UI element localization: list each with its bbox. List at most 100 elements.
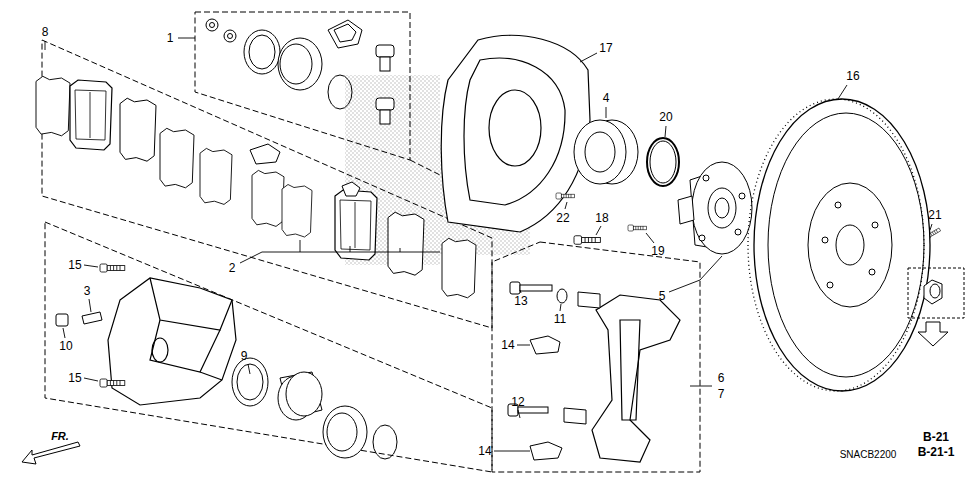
brake-pads [388,212,424,275]
brake-caliper [200,372,222,380]
leader-line [560,304,561,311]
group-outline [195,12,410,160]
callout-number: 5 [658,289,667,303]
brake-pads [335,190,377,260]
brake-pads [120,98,156,161]
brake-disc [835,202,841,208]
wheel-bearing [647,138,679,186]
seal-kit [224,30,236,42]
brake-disc [768,113,924,377]
leader-line [518,410,520,418]
wheel-hub [739,193,745,199]
group-outline [410,160,440,175]
leader-line [248,364,250,374]
callout-number: 17 [598,41,613,55]
leader-line [300,240,301,252]
group-outline [492,242,700,472]
wheel-bearing [574,120,626,184]
brake-pads [200,148,232,204]
leader-line [606,107,607,118]
direction-arrow [22,442,80,464]
group-outline [42,12,700,472]
callout-number: 1 [166,31,175,45]
callout-number: 20 [658,110,673,124]
callout-number: 22 [555,211,570,225]
leader-line [930,224,932,230]
seal-kit [334,24,356,42]
fastener [100,379,125,387]
seal-kit [244,30,280,74]
caliper-piston [323,406,367,458]
brake-disc [872,222,878,228]
brake-caliper [108,278,236,405]
brake-disc [827,282,833,288]
reference-arrow [908,268,964,346]
wheel-hub [678,162,752,254]
brake-caliper [152,338,168,362]
leader-line [565,202,567,209]
leader-line [596,226,601,235]
fastener [56,264,125,387]
callout-number: 16 [845,69,860,83]
reference-arrow [924,280,942,304]
leader-line [84,378,98,381]
wheel-hub [678,196,694,224]
seal-kit [249,35,275,69]
brake-pads [36,76,476,297]
leader-line [240,252,440,263]
fastener [556,193,575,199]
caliper-piston [373,425,397,459]
slide-pin [508,282,600,460]
slide-pin [564,408,586,424]
brake-disc [808,183,892,307]
fastener [56,314,68,326]
drawing-code: SNACB2200 [839,449,898,461]
fastener [574,236,600,245]
caliper-piston [232,358,397,459]
brake-pads [442,238,476,297]
callout-number: 6 [717,371,726,385]
callout-number: 3 [83,284,92,298]
seal-kit [206,19,394,124]
brake-disc [748,99,930,391]
callout-number: 12 [510,395,525,409]
seal-kit [328,75,352,109]
brake-pads [252,170,284,226]
fastener [628,225,647,231]
seal-kit [278,38,322,90]
slide-pin [578,292,600,308]
leader-line [520,290,521,293]
callout-number: 10 [58,339,73,353]
direction-label: FR. [50,430,70,443]
reference-arrow [908,268,964,318]
fastener [100,264,125,272]
callout-number: 14 [477,444,492,458]
callout-number: 13 [513,294,528,308]
reference-arrow [930,284,940,298]
brake-disc [822,237,828,243]
seal-kit [206,19,218,31]
group-outline [45,222,492,472]
callout-number: 15 [67,371,82,385]
brake-pads [36,76,70,136]
reference-code: B-21-1 [917,445,956,459]
callout-number: 9 [240,349,249,363]
brake-disc [869,269,875,275]
leader-line [580,53,597,62]
caliper-bracket [592,295,680,462]
leader-line [400,248,401,252]
brake-caliper [150,278,232,330]
seal-kit [376,98,394,110]
wheel-hub [708,188,736,228]
callout-number: 14 [500,338,515,352]
seal-kit [228,34,233,39]
leader-line [494,451,530,452]
wheel-hub [699,235,705,241]
wheel-bearing [574,120,679,186]
callout-number: 18 [594,211,609,225]
wheel-hub [692,162,752,254]
seal-kit [280,44,312,84]
brake-pads [70,80,112,150]
